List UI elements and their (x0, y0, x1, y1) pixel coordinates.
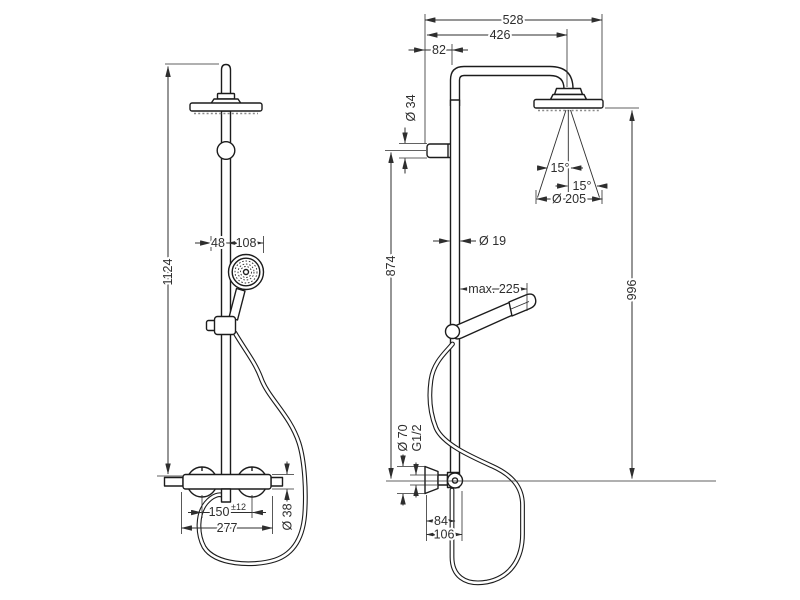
front-view: 1124 48 108 150 ±12 277 Ø 38 (157, 63, 308, 567)
side-shower-hose (427, 341, 525, 586)
dim-connection-thread (410, 462, 437, 498)
dim-total-height-label: 1124 (161, 259, 175, 286)
dim-head-height (605, 107, 639, 480)
dim-hand-diameter-label: 108 (236, 236, 257, 250)
side-hand-shower (444, 293, 537, 340)
dim-spray-diameter-label: Ø 205 (552, 192, 586, 206)
dim-arm-projection-label: 426 (490, 28, 511, 42)
front-overhead-shower (189, 98, 263, 115)
dim-overall-projection-label: 528 (503, 13, 524, 27)
dim-hand-projection (459, 283, 528, 311)
dim-spray-diameter (535, 190, 604, 204)
dim-hand-shower (195, 236, 264, 253)
dim-mixer-width (180, 492, 274, 534)
dim-escutcheon-diameter (397, 454, 425, 506)
front-thermostat-valve (163, 466, 284, 503)
dim-hose-to-wall-outer-label: 106 (434, 528, 455, 542)
side-dimensions (385, 14, 716, 541)
dim-overall-projection (424, 14, 603, 144)
dim-connection-thread-label: G1/2 (410, 424, 424, 451)
dim-hose-to-wall-label: 84 (434, 514, 448, 528)
dim-pipe-diameter-label: Ø 19 (479, 234, 506, 248)
dim-supply-tolerance-label: ±12 (231, 502, 246, 512)
dim-escutcheon-diameter-label: Ø 70 (396, 424, 410, 451)
side-overhead-shower (533, 87, 604, 112)
dim-total-height (157, 63, 219, 477)
dim-mixer-diameter (272, 461, 294, 502)
dim-hand-projection-label: max. 225 (468, 282, 519, 296)
dim-hose-clearances (425, 491, 463, 541)
side-wall-elbow (424, 465, 464, 495)
dim-supply-spacing-label: 150 (209, 505, 230, 519)
front-slider-holder (213, 315, 237, 336)
dim-bracket-diameter (399, 127, 427, 174)
dim-head-height-label: 996 (625, 280, 639, 301)
side-riser-pipe (449, 65, 574, 479)
dim-bar-height-label: 874 (384, 256, 398, 277)
dim-bar-height (385, 150, 426, 480)
dim-hand-offset-label: 48 (211, 236, 225, 250)
dim-supply-spacing (188, 495, 266, 518)
dim-wall-offset-label: 82 (432, 43, 446, 57)
dim-arm-projection (426, 29, 568, 87)
dim-bracket-diameter-label: Ø 34 (404, 94, 418, 121)
front-hand-shower (205, 253, 265, 336)
dim-wall-offset (408, 44, 468, 65)
spray-cone (537, 109, 600, 201)
side-holder-ball (444, 323, 461, 340)
dim-spray-angle-inner-label: 15° (551, 161, 570, 175)
dim-spray-angles (537, 165, 608, 189)
dim-spray-angle-outer-label: 15° (573, 179, 592, 193)
side-view: 528 426 82 Ø 34 874 Ø 19 max. 225 15° 15… (382, 11, 716, 586)
front-ball-joint (216, 140, 236, 160)
front-dimensions (157, 63, 294, 534)
dim-mixer-width-label: 277 (217, 521, 238, 535)
dim-mixer-diameter-label: Ø 38 (281, 503, 295, 530)
